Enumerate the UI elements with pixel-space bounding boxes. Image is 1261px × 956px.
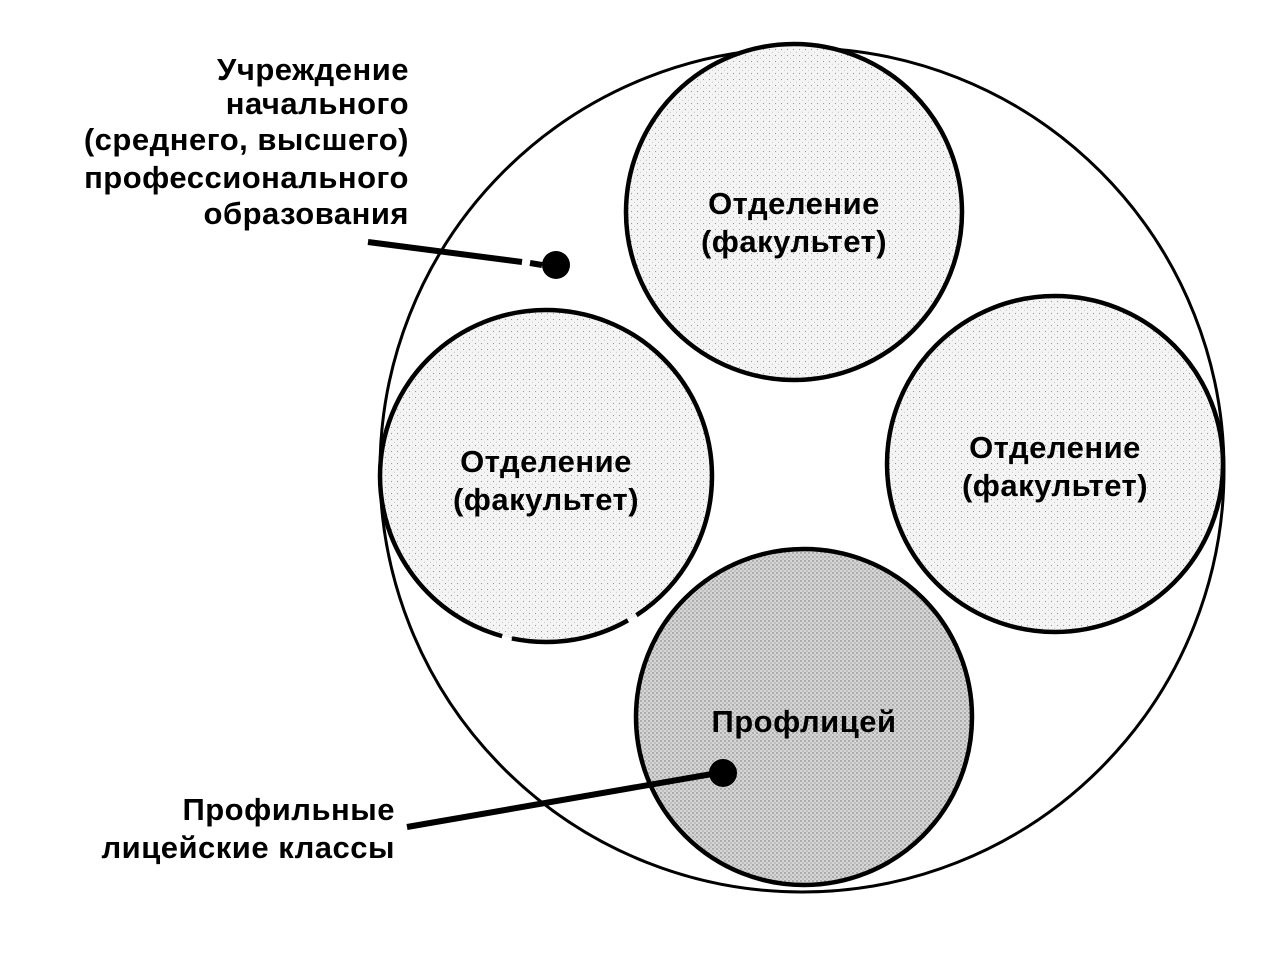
institution-label-line1: Учреждение [217, 52, 409, 87]
department-left-line2: (факультет) [453, 482, 639, 517]
department-top-line1: Отделение [708, 186, 880, 221]
lyceum-classes-pointer-dot [709, 759, 737, 787]
institution-label-line2: начального [226, 86, 409, 121]
institution-pointer-dot [542, 251, 570, 279]
lyceum-classes-label: Профильные лицейские классы [101, 792, 395, 865]
lyceum-classes-label-line1: Профильные [182, 792, 395, 827]
lyceum-classes-label-line2: лицейские классы [101, 830, 395, 865]
department-right-line2: (факультет) [962, 468, 1148, 503]
lyceum-label: Профлицей [711, 704, 896, 739]
institution-label-line3: (среднего, высшего) [84, 122, 409, 157]
department-circle-top: Отделение (факультет) [623, 41, 965, 383]
department-circle-left: Отделение (факультет) [377, 307, 715, 645]
department-circle-right: Отделение (факультет) [884, 293, 1226, 635]
lyceum-classes-pointer [406, 759, 737, 830]
institution-pointer [367, 239, 570, 279]
department-top-line2: (факультет) [701, 224, 887, 259]
institution-label-line5: образования [204, 196, 409, 231]
institution-label-line4: профессионального [84, 160, 409, 195]
department-left-line1: Отделение [460, 444, 632, 479]
department-right-line1: Отделение [969, 430, 1141, 465]
institution-label: Учреждение начального (среднего, высшего… [84, 52, 409, 231]
lyceum-circle: Профлицей [633, 546, 975, 888]
